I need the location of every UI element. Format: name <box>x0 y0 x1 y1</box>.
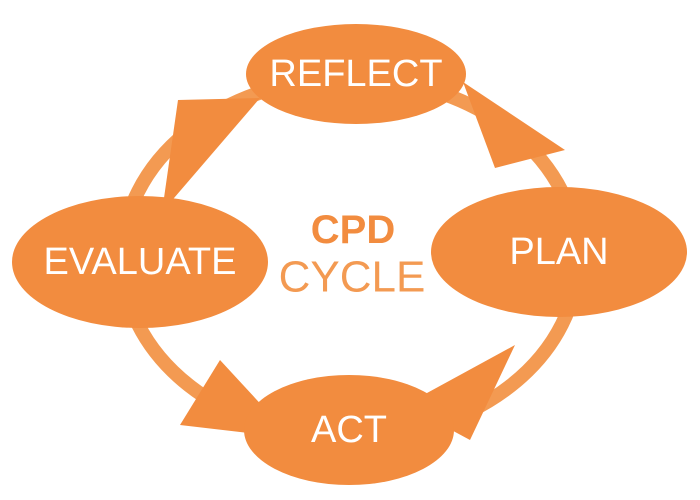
node-evaluate-label: EVALUATE <box>44 241 237 283</box>
node-plan-shape <box>431 187 687 317</box>
node-evaluate: EVALUATE <box>12 196 268 328</box>
node-evaluate-shape <box>12 196 268 328</box>
arrow-reflect-to-plan <box>463 82 565 168</box>
node-reflect-shape <box>246 24 466 124</box>
node-plan: PLAN <box>431 187 687 317</box>
center-title: CPD <box>311 208 395 252</box>
node-reflect: REFLECT <box>246 24 466 124</box>
node-act-shape <box>244 375 454 485</box>
node-plan-label: PLAN <box>509 231 608 273</box>
node-reflect-label: REFLECT <box>269 53 442 95</box>
arrow-evaluate-to-reflect <box>162 98 260 212</box>
node-act-label: ACT <box>311 409 387 451</box>
center-subtitle: CYCLE <box>279 253 426 302</box>
node-act: ACT <box>244 375 454 485</box>
